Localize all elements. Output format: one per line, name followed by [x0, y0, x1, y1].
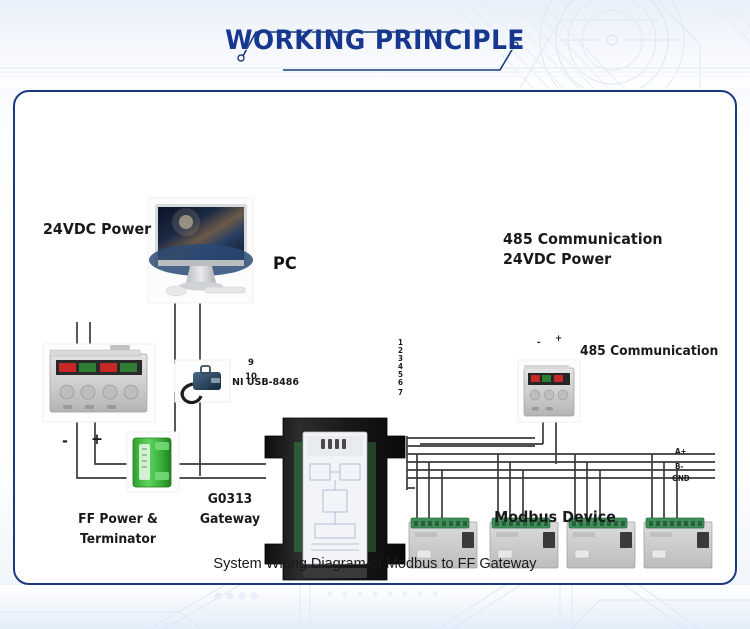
page-header: WORKING PRINCIPLE	[0, 0, 750, 85]
ni-usb-adapter-graphic	[174, 359, 231, 405]
header-decoration	[237, 31, 519, 71]
wire-drops-device-2	[497, 454, 524, 524]
ff-power-terminator-graphic	[126, 431, 180, 493]
bus-label-gnd: GND	[672, 474, 690, 483]
page-title: WORKING PRINCIPLE	[225, 25, 525, 56]
label-ff-power-line2: Terminator	[80, 532, 156, 547]
terminal-label-6: 6	[398, 378, 403, 387]
terminal-label-4: 4	[398, 362, 403, 371]
terminal-label-2: 2	[398, 346, 403, 355]
modbus-devices-graphic	[408, 517, 713, 569]
terminal-label-9: 9	[248, 358, 254, 368]
modbus-device-3	[566, 517, 636, 569]
power-supply-485-graphic	[517, 359, 581, 423]
label-ff-power-line1: FF Power &	[78, 512, 158, 527]
terminal-label-5: 5	[398, 370, 403, 379]
header-left-dot	[237, 54, 245, 62]
terminal-label-7: 7	[398, 388, 403, 397]
polarity-plus-left: +	[91, 430, 103, 448]
label-gateway-line2: Gateway	[199, 512, 261, 527]
label-485-comm-power-line2: 24VDC Power	[503, 250, 612, 268]
label-pc: PC	[273, 254, 297, 274]
terminal-label-3: 3	[398, 354, 403, 363]
power-supply-24vdc-graphic	[42, 343, 156, 423]
pc-monitor-graphic	[147, 197, 254, 304]
polarity-minus-left: -	[62, 432, 68, 450]
label-modbus-device: Modbus Device	[494, 508, 616, 526]
label-485-comm-power-line1: 485 Communication	[503, 230, 663, 248]
label-ni-usb: NI USB-8486	[232, 377, 299, 388]
wiring-diagram	[42, 197, 715, 581]
modbus-device-4	[643, 517, 713, 569]
label-gateway-line1: G0313	[207, 492, 253, 507]
header-right-dot	[511, 41, 519, 49]
terminal-label-10: 10	[245, 372, 257, 382]
bus-label-a-plus: A+	[675, 447, 687, 456]
g0313-gateway-graphic	[264, 417, 406, 581]
label-24vdc-power: 24VDC Power	[43, 220, 152, 238]
wire-ps-minus	[76, 410, 133, 479]
polarity-minus-right: -	[537, 338, 541, 348]
diagram-panel: PC 24VDC Power NI USB-8486 FF Power & Te…	[13, 90, 737, 585]
header-left-line	[242, 31, 468, 57]
header-right-line	[283, 47, 514, 71]
wire-ps-plus	[94, 410, 133, 465]
wire-drops-device-4	[651, 454, 678, 524]
polarity-plus-right: +	[555, 334, 563, 344]
modbus-device-2	[489, 517, 559, 569]
terminal-label-1: 1	[398, 338, 403, 347]
bus-label-b-minus: B-	[675, 462, 684, 471]
label-485-communication: 485 Communication	[580, 344, 719, 359]
wire-drops-device-3	[574, 454, 601, 524]
wire-drops-device-1	[416, 454, 443, 524]
diagram-caption: System Wiring Diagram of Modbus to FF Ga…	[213, 556, 537, 572]
modbus-device-1	[408, 517, 478, 569]
